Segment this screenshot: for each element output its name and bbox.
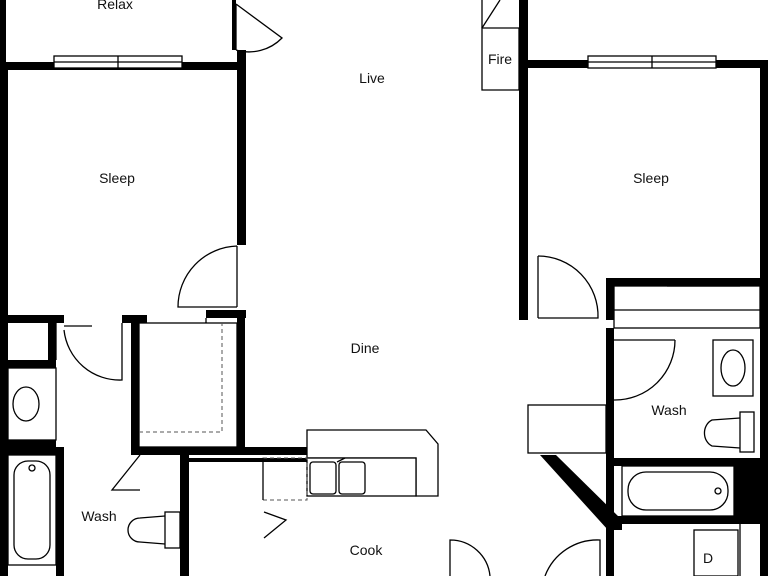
room-label-sleep-left: Sleep <box>99 170 135 186</box>
room-label-wash-left: Wash <box>81 508 117 524</box>
room-label-sleep-right: Sleep <box>633 170 669 186</box>
room-label-cook: Cook <box>349 542 383 558</box>
closets <box>7 285 761 454</box>
left-wash-fixtures <box>7 386 181 566</box>
dryer <box>693 524 741 576</box>
right-wash-fixtures <box>621 339 755 517</box>
dryer-label: D <box>702 550 714 566</box>
fireplace <box>481 0 520 91</box>
room-label-dine: Dine <box>350 340 380 356</box>
room-label-fire: Fire <box>487 51 513 67</box>
room-label-wash-right: Wash <box>651 402 687 418</box>
windows <box>53 55 717 69</box>
room-label-relax: Relax <box>97 0 133 12</box>
room-label-live: Live <box>359 70 385 86</box>
kitchen <box>262 429 439 539</box>
